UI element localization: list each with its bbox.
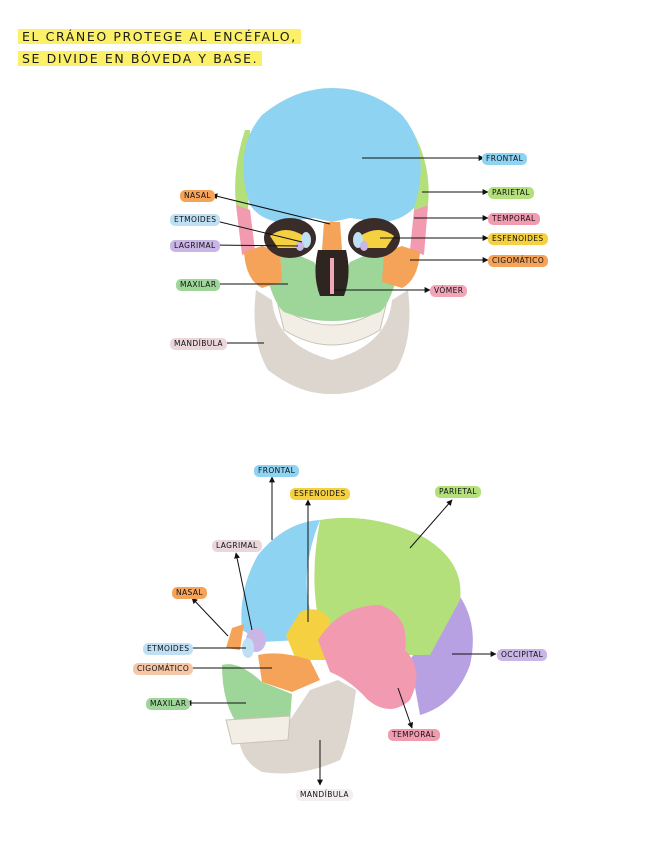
front-label-vomer: VÓMER — [430, 285, 468, 297]
front-label-temporal: TEMPORAL — [488, 213, 540, 225]
front-sphenoid-right — [360, 230, 394, 248]
front-zygomatic-left — [244, 246, 282, 288]
lateral-ethmoid — [242, 638, 254, 658]
front-label-etmoides: ETMOIDES — [170, 214, 221, 226]
lateral-teeth — [225, 715, 291, 745]
page-title: EL CRÁNEO PROTEGE AL ENCÉFALO, SE DIVIDE… — [18, 26, 301, 70]
front-temporal-right — [410, 205, 428, 255]
lateral-occipital — [410, 590, 473, 715]
front-maxilla — [262, 248, 402, 321]
front-label-parietal: PARIETAL — [488, 187, 534, 199]
lateral-mandible — [238, 680, 356, 774]
lateral-nasal — [226, 624, 244, 650]
lateral-skull — [222, 517, 473, 774]
lateral-label-frontal: FRONTAL — [254, 465, 300, 477]
front-vomer — [330, 258, 334, 294]
lateral-label-esfenoides: ESFENOIDES — [290, 488, 350, 500]
front-skull — [235, 88, 429, 395]
title-line-2: SE DIVIDE EN BÓVEDA Y BASE. — [18, 48, 301, 70]
title-line-1: EL CRÁNEO PROTEGE AL ENCÉFALO, — [18, 26, 301, 48]
front-label-mandibula: MANDÍBULA — [170, 338, 227, 350]
lateral-label-cigomatico: CIGOMÁTICO — [133, 663, 194, 675]
front-label-maxilar: MAXILAR — [176, 279, 221, 291]
lateral-maxilla — [222, 664, 292, 728]
lateral-label-temporal: TEMPORAL — [388, 729, 440, 741]
lateral-sphenoid — [286, 609, 330, 660]
front-temporal-left — [236, 205, 255, 255]
lateral-label-occipital: OCCIPITAL — [497, 649, 548, 661]
front-zygomatic-right — [382, 246, 420, 288]
lateral-label-nasal: NASAL — [172, 587, 207, 599]
lateral-label-maxilar: MAXILAR — [146, 698, 191, 710]
front-lacrimal-left — [296, 241, 304, 251]
lateral-frontal — [241, 520, 320, 642]
front-nasal-bone — [322, 222, 342, 250]
lateral-zygomatic — [258, 653, 320, 692]
lateral-label-etmoides: ETMOIDES — [143, 643, 194, 655]
front-sphenoid-left — [270, 230, 304, 248]
front-mandible — [254, 290, 410, 395]
front-lacrimal-right — [360, 241, 368, 251]
front-teeth — [277, 303, 387, 346]
front-label-nasal: NASAL — [180, 190, 215, 202]
lateral-arrows — [185, 476, 497, 786]
front-label-lagrimal: LAGRIMAL — [170, 240, 220, 252]
lateral-label-lagrimal: LAGRIMAL — [212, 540, 262, 552]
title-line-2-text: SE DIVIDE EN BÓVEDA Y BASE. — [18, 51, 263, 66]
front-label-esfenoides: ESFENOIDES — [488, 233, 548, 245]
lateral-label-mandibula: MANDÍBULA — [296, 789, 353, 801]
front-label-cigomatico: CIGOMÁTICO — [488, 255, 549, 267]
title-line-1-text: EL CRÁNEO PROTEGE AL ENCÉFALO, — [18, 29, 301, 44]
lateral-temporal — [318, 605, 417, 709]
front-label-frontal: FRONTAL — [482, 153, 528, 165]
front-arrows — [211, 155, 489, 346]
front-frontal-bone — [243, 88, 421, 222]
lateral-label-parietal: PARIETAL — [435, 486, 481, 498]
